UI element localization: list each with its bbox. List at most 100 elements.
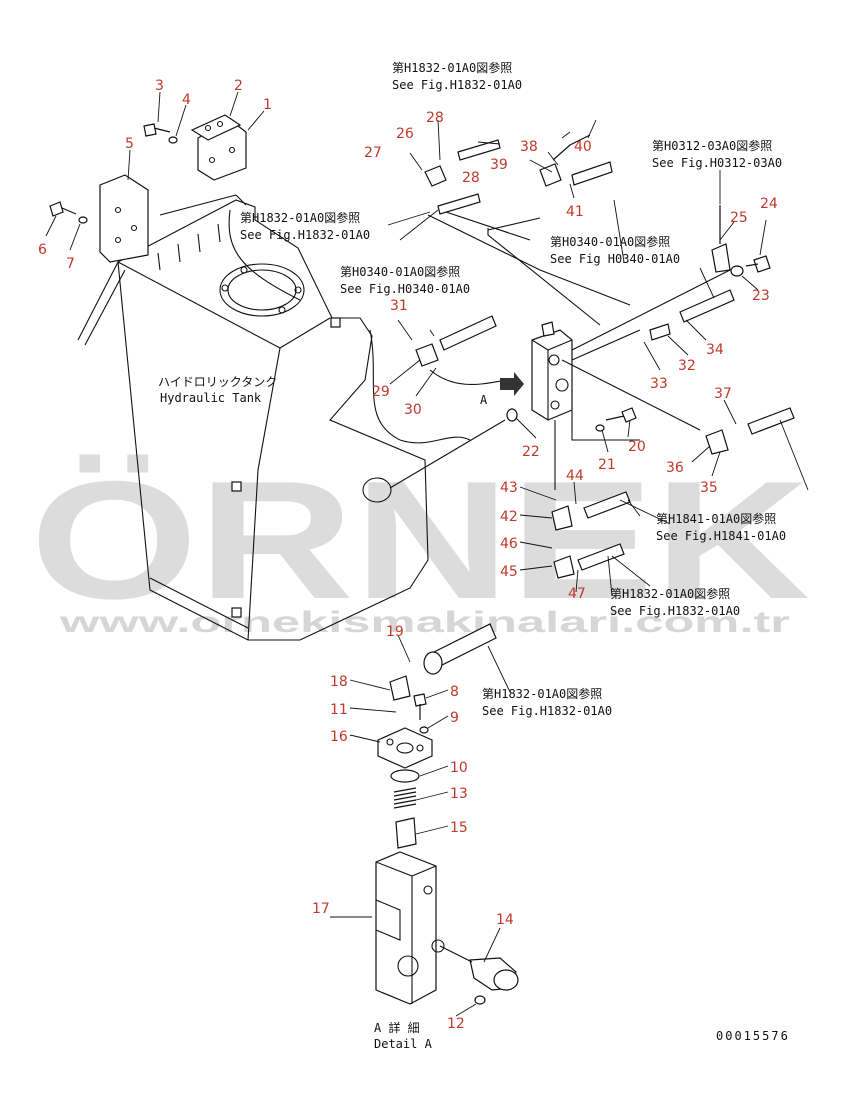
callout-16: 16 (330, 729, 348, 745)
callout-44: 44 (566, 468, 584, 484)
watermark: ÖRNEK www.ornekismakinalari.com.tr (30, 446, 810, 639)
hydraulic-tank (77, 199, 506, 641)
tank-label-en: Hydraulic Tank (160, 391, 262, 405)
elbow-35 (705, 429, 729, 455)
callout-17: 17 (312, 901, 330, 917)
callout-21: 21 (598, 457, 616, 473)
callout-1: 1 (263, 97, 272, 113)
callout-26: 26 (396, 126, 414, 142)
cover-plate (99, 174, 149, 263)
callout-37: 37 (714, 386, 732, 402)
callout-34: 34 (706, 342, 724, 358)
elbow-29 (415, 343, 439, 367)
washer-4 (168, 136, 178, 144)
callout-36: 36 (666, 460, 684, 476)
callout-43: 43 (500, 480, 518, 496)
detail-a-assembly (375, 693, 519, 1005)
ref6-en: See Fig.H1841-01A0 (656, 529, 786, 543)
elbow-18 (389, 675, 411, 701)
spring-13 (393, 787, 417, 809)
ref4-en: See Fig H0340-01A0 (550, 252, 680, 266)
callout-4: 4 (182, 92, 191, 108)
callout-23: 23 (752, 288, 770, 304)
callout-14: 14 (496, 912, 514, 928)
ref2-jp: 第H1832-01A0図参照 (240, 210, 360, 225)
callout-10: 10 (450, 760, 468, 776)
view-label-a: A (480, 393, 488, 407)
callout-38: 38 (520, 139, 538, 155)
connector-32 (649, 323, 671, 341)
callout-46: 46 (500, 536, 518, 552)
elbow-25 (711, 205, 731, 273)
detail-label-en: Detail A (374, 1037, 433, 1051)
valve-assembly (427, 209, 731, 490)
ref1-en: See Fig.H1832-01A0 (392, 78, 522, 92)
callout-5: 5 (125, 136, 134, 152)
callout-6: 6 (38, 242, 47, 258)
callout-35: 35 (700, 480, 718, 496)
hose-28 (457, 139, 501, 161)
bracket-assembly (49, 114, 247, 263)
callout-30: 30 (404, 402, 422, 418)
ref1-jp: 第H1832-01A0図参照 (392, 60, 512, 75)
plug-12 (474, 995, 486, 1005)
ref3-en: See Fig.H0312-03A0 (652, 156, 782, 170)
callout-27: 27 (364, 145, 382, 161)
callout-12: 12 (447, 1016, 465, 1032)
ref3-jp: 第H0312-03A0図参照 (652, 138, 772, 153)
callout-20: 20 (628, 439, 646, 455)
reference-captions: 第H1832-01A0図参照 See Fig.H1832-01A0 第H1832… (240, 60, 786, 718)
callout-8: 8 (450, 684, 459, 700)
hose-31 (439, 315, 497, 351)
watermark-brand: ÖRNEK (30, 446, 810, 634)
hose-47 (577, 543, 625, 571)
callout-33: 33 (650, 376, 668, 392)
hose-34 (679, 289, 735, 323)
block (190, 114, 242, 141)
callout-19: 19 (386, 624, 404, 640)
tank-label-jp: ハイドロリックタンク (158, 375, 277, 389)
bolt-8 (413, 693, 427, 720)
hose-37 (747, 407, 795, 435)
callout-25: 25 (730, 210, 748, 226)
hose-41 (571, 161, 613, 186)
bolt-6 (49, 201, 77, 217)
callout-45: 45 (500, 564, 518, 580)
callout-28b: 28 (462, 170, 480, 186)
callout-42: 42 (500, 509, 518, 525)
ref5-en: See Fig.H0340-01A0 (340, 282, 470, 296)
o-ring-10 (390, 769, 420, 783)
callout-24: 24 (760, 196, 778, 212)
valve-body-17 (375, 851, 437, 1005)
washer-9 (419, 726, 429, 734)
leader-lines (45, 91, 809, 1017)
tank-side-port (362, 477, 392, 503)
callout-29: 29 (372, 384, 390, 400)
callout-2: 2 (234, 78, 243, 94)
callout-9: 9 (450, 710, 459, 726)
ref7-jp: 第H1832-01A0図参照 (610, 586, 730, 601)
plunger-15 (395, 817, 417, 849)
callout-31: 31 (390, 298, 408, 314)
callout-7: 7 (66, 256, 75, 272)
callout-47: 47 (568, 586, 586, 602)
ref2-en: See Fig.H1832-01A0 (240, 228, 370, 242)
callout-3: 3 (155, 78, 164, 94)
callout-28a: 28 (426, 110, 444, 126)
ref8-jp: 第H1832-01A0図参照 (482, 686, 602, 701)
washer-23 (730, 265, 744, 277)
callout-41: 41 (566, 204, 584, 220)
callout-15: 15 (450, 820, 468, 836)
ref7-en: See Fig.H1832-01A0 (610, 604, 740, 618)
ref8-en: See Fig.H1832-01A0 (482, 704, 612, 718)
ref4-jp: 第H0340-01A0図参照 (550, 234, 670, 249)
detail-label-jp: A 詳 細 (374, 1020, 420, 1035)
tank-top-port (219, 263, 305, 317)
watermark-url: www.ornekismakinalari.com.tr (58, 606, 790, 639)
washer-7 (78, 216, 88, 224)
elbow-38 (539, 134, 591, 187)
callout-13: 13 (450, 786, 468, 802)
elbow-26 (424, 165, 447, 187)
elbow-45 (553, 555, 575, 579)
